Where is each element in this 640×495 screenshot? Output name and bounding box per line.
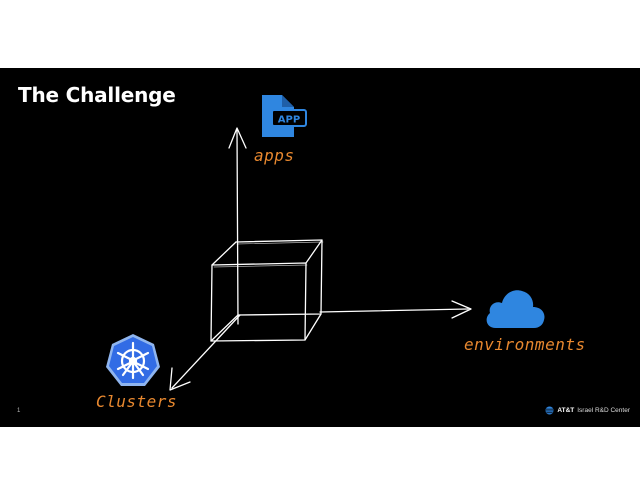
app-icon-text: APP [278, 115, 300, 126]
vertical-axis-arrowhead [228, 127, 247, 149]
cube-front-face [210, 262, 307, 342]
cloud-icon [482, 282, 548, 335]
slide-number: 1 [17, 408, 21, 414]
brand-footer: AT&T Israel R&D Center [545, 406, 630, 415]
app-file-icon: APP [260, 93, 308, 144]
cube-edge-tl [211, 241, 237, 266]
horizontal-axis-line [319, 308, 469, 313]
diagonal-axis-arrowhead [169, 367, 191, 391]
kubernetes-helm-icon [104, 332, 162, 395]
att-globe-icon [545, 406, 554, 415]
cube-edge-tr [305, 239, 323, 264]
axes-cube-sketch [169, 127, 472, 391]
environments-label: environments [464, 335, 586, 354]
cube-edge-bl [210, 314, 239, 342]
diagonal-axis-line [171, 314, 241, 389]
horizontal-axis-arrowhead [451, 300, 472, 319]
cube-edge-br [304, 313, 322, 341]
slide: The Challenge [0, 68, 640, 427]
vertical-axis-line [236, 129, 239, 325]
cube-back-face [235, 239, 323, 316]
clusters-label: Clusters [96, 392, 178, 411]
apps-label: apps [254, 146, 295, 165]
slide-title: The Challenge [18, 83, 176, 107]
brand-subtitle: Israel R&D Center [577, 407, 630, 414]
brand-name: AT&T [557, 407, 575, 414]
